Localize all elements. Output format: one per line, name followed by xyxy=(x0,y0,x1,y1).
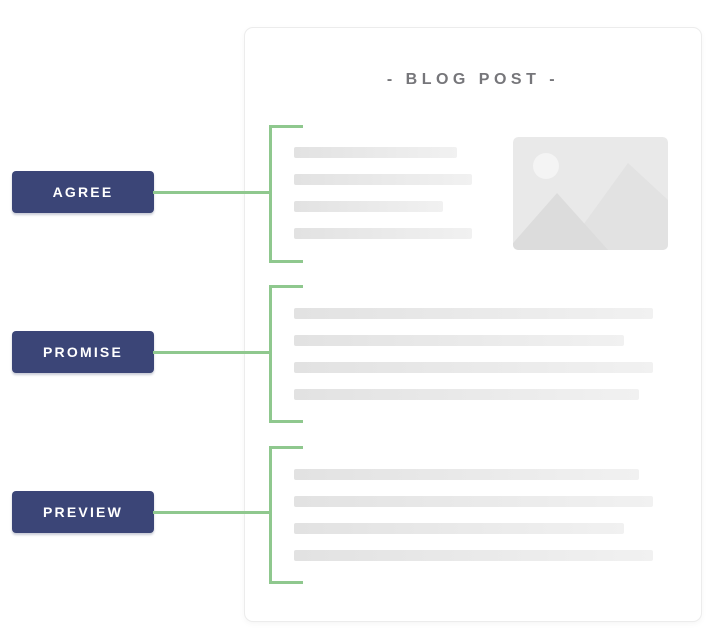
placeholder-text-bar xyxy=(294,550,653,561)
placeholder-text-bar xyxy=(294,362,653,373)
card-title: - BLOG POST - xyxy=(386,71,560,88)
placeholder-text-bar xyxy=(294,469,639,480)
placeholder-text-bar xyxy=(294,496,653,507)
preview-section-bars xyxy=(294,469,653,577)
placeholder-text-bar xyxy=(294,523,624,534)
placeholder-text-bar xyxy=(294,335,624,346)
placeholder-text-bar xyxy=(294,228,472,239)
agree-section-bars xyxy=(294,147,472,255)
preview-button[interactable]: PREVIEW xyxy=(12,491,154,533)
preview-bracket xyxy=(269,446,303,584)
placeholder-text-bar xyxy=(294,174,472,185)
promise-bracket xyxy=(269,285,303,423)
placeholder-text-bar xyxy=(294,308,653,319)
agree-button[interactable]: AGREE xyxy=(12,171,154,213)
promise-button[interactable]: PROMISE xyxy=(12,331,154,373)
photo-placeholder-icon xyxy=(513,137,668,250)
promise-section-bars xyxy=(294,308,653,416)
promise-connector-line xyxy=(153,351,272,354)
agree-connector-line xyxy=(153,191,272,194)
mountain-front xyxy=(513,193,608,250)
placeholder-text-bar xyxy=(294,147,457,158)
sun-icon xyxy=(533,153,559,179)
blog-post-card xyxy=(244,27,702,622)
mountain-back xyxy=(565,163,668,250)
agree-bracket xyxy=(269,125,303,263)
placeholder-text-bar xyxy=(294,389,639,400)
placeholder-text-bar xyxy=(294,201,443,212)
preview-connector-line xyxy=(153,511,272,514)
